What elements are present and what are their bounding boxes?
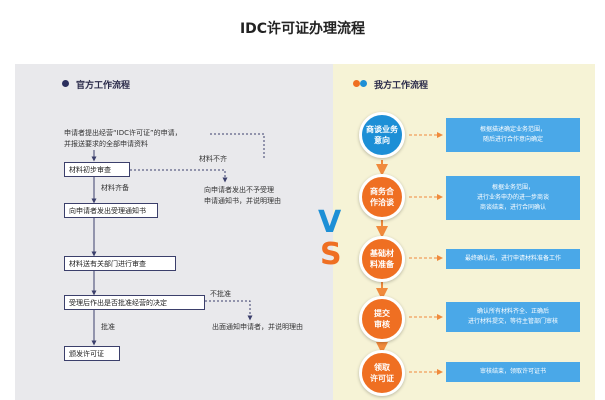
label-rejected: 不批准 (210, 290, 231, 298)
our-step-business-negotiation: 商务合 作洽谈 (359, 174, 405, 220)
official-intro-text: 申请者提出经营“IDC许可证”的申请， 并报送要求的全部申请资料 (64, 129, 182, 148)
our-step-business-intent: 商谈业务 意向 (359, 112, 405, 158)
branch-notice-text: 向申请者发出不予受理 申请通知书，并说明理由 (204, 186, 281, 205)
step-issue-license: 颁发许可证 (64, 346, 120, 361)
our-step-business-negotiation-info: 根据业务范围， 进行业务申办的进一步商谈 商谈结束，进行合同确认 (446, 176, 580, 220)
page-title: IDC许可证办理流程 (239, 21, 366, 37)
step-initial-review: 材料初步审查 (64, 162, 130, 177)
label-incomplete: 材料不齐 (199, 155, 227, 163)
our-step-submit-review: 提交 审核 (359, 296, 405, 342)
our-header-dot-orange-icon (353, 80, 360, 87)
our-step-business-intent-info: 根据描述确定业务范围， 随后进行合作意向确定 (446, 118, 580, 152)
official-workflow-header: 官方工作流程 (76, 81, 131, 91)
step-acceptance-notice: 向申请者发出受理通知书 (64, 203, 158, 218)
our-step-submit-review-info: 确认所有材料齐全、正确后 进行材料提交，等待主管部门审核 (446, 302, 580, 332)
our-step-material-preparation-info: 最终确认后，进行申请材料准备工作 (446, 249, 580, 269)
label-complete: 材料齐备 (101, 184, 129, 192)
our-step-receive-license: 领取 许可证 (359, 350, 405, 396)
step-department-review: 材料送有关部门进行审查 (64, 256, 176, 271)
vs-letter-v: V (318, 205, 342, 240)
our-step-receive-license-info: 审核结束，领取许可证书 (446, 362, 580, 382)
vs-letter-s: S (320, 237, 342, 272)
official-header-dot-icon (62, 80, 69, 87)
our-step-material-preparation: 基础材 料准备 (359, 236, 405, 282)
label-approved: 批准 (101, 323, 115, 331)
our-header-dot-blue-icon (360, 80, 367, 87)
reject-notice-text: 出面通知申请者，并说明理由 (212, 323, 303, 331)
step-approval-decision: 受理后作出是否批准经营的决定 (64, 295, 205, 310)
official-workflow-panel (15, 64, 333, 400)
our-workflow-header: 我方工作流程 (374, 81, 429, 91)
